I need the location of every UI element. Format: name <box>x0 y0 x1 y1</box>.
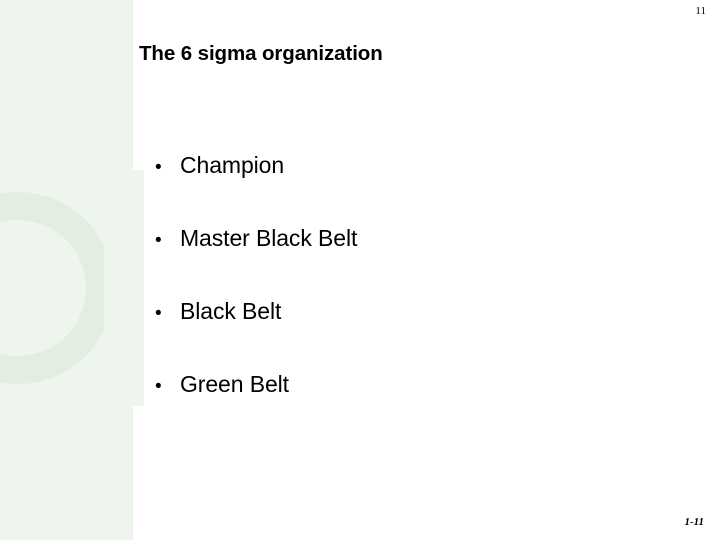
page-title: The 6 sigma organization <box>139 42 383 65</box>
list-item-label: Master Black Belt <box>180 225 358 251</box>
bullet-point-icon: • <box>155 157 162 178</box>
list-item-label: Champion <box>180 152 285 178</box>
decorative-ring-shape <box>0 192 114 384</box>
list-item-label: Green Belt <box>180 371 289 397</box>
list-item: • Black Belt <box>155 298 675 371</box>
bullet-list: • Champion • Master Black Belt • Black B… <box>155 152 675 444</box>
bullet-point-icon: • <box>155 303 162 324</box>
slide-footer: 1-11 <box>684 516 704 528</box>
bullet-point-icon: • <box>155 376 162 397</box>
list-item: • Green Belt <box>155 371 675 444</box>
decorative-ring-mask <box>104 170 144 406</box>
list-item-label: Black Belt <box>180 298 282 324</box>
list-item: • Master Black Belt <box>155 225 675 298</box>
page-number: 11 <box>695 5 706 17</box>
bullet-point-icon: • <box>155 230 162 251</box>
list-item: • Champion <box>155 152 675 225</box>
